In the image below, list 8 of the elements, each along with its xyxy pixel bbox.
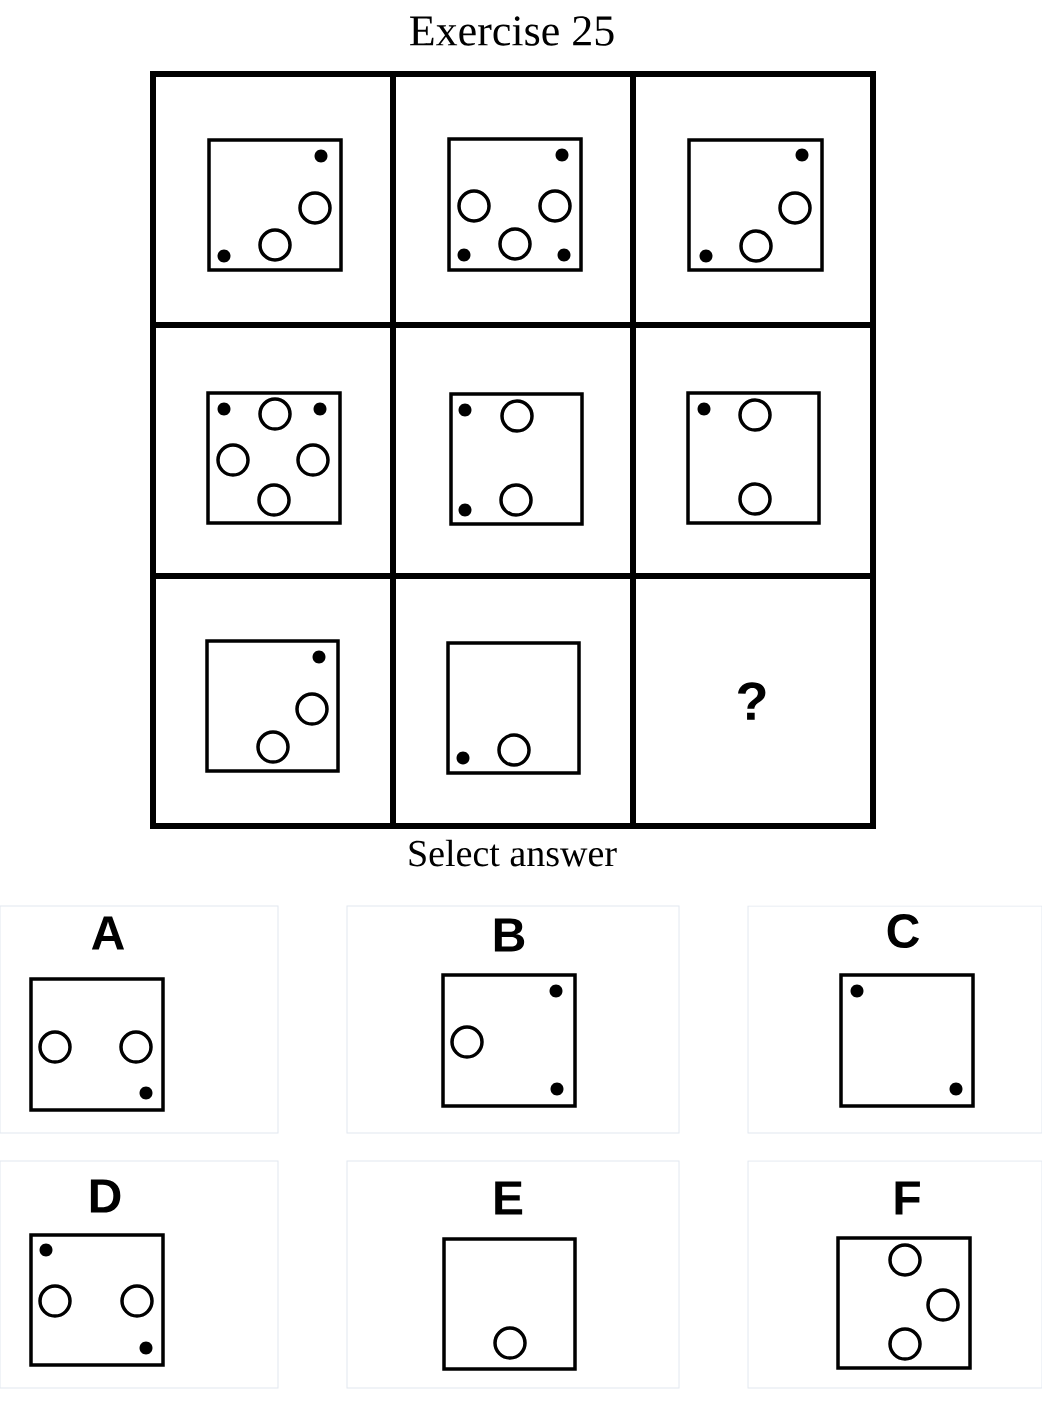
- answer-card: E: [346, 1160, 680, 1389]
- question-mark: ?: [738, 682, 766, 720]
- answer-card: D: [0, 1160, 279, 1389]
- answer-card: A: [0, 905, 279, 1134]
- instruction-text: Select answer: [409, 839, 617, 867]
- answer-card: F: [747, 1160, 1042, 1389]
- title: Exercise 25: [410, 16, 614, 46]
- answer-card: B: [346, 905, 680, 1134]
